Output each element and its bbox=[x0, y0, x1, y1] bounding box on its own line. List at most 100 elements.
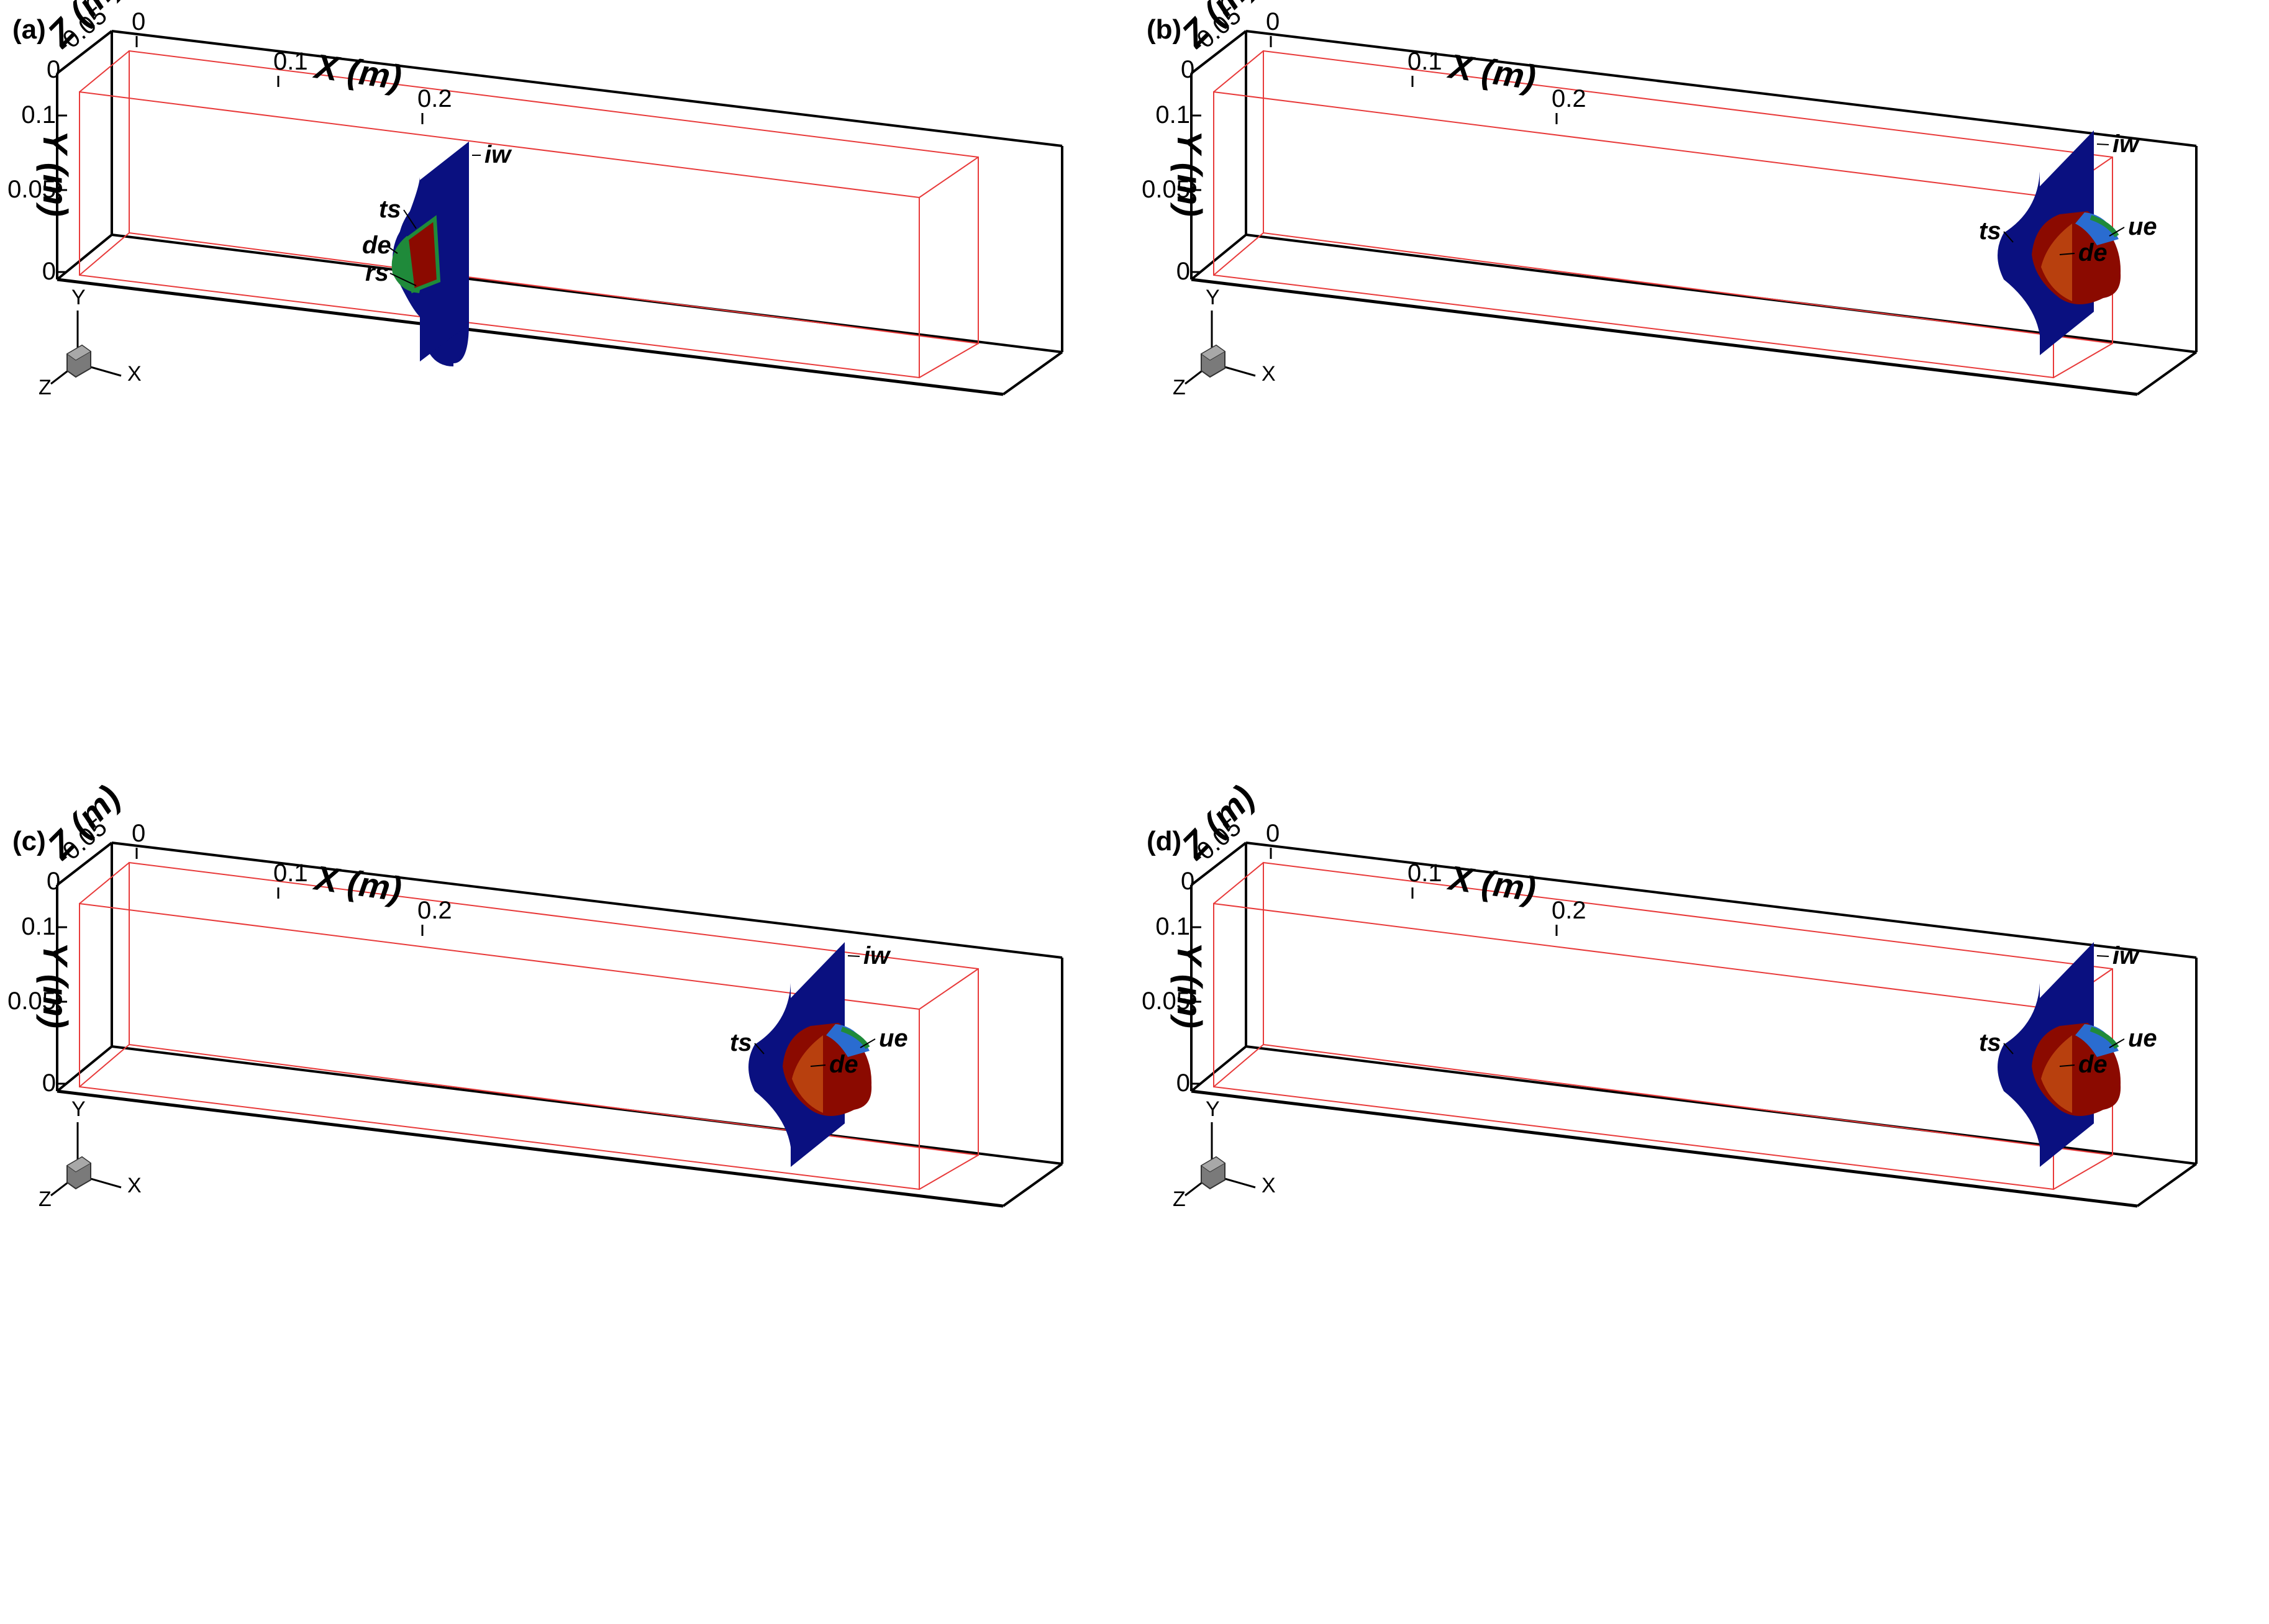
domain-box-edge bbox=[79, 50, 130, 93]
drop-upper-edge bbox=[2075, 1024, 2119, 1057]
annotation-de: de bbox=[362, 232, 391, 259]
drop-depression bbox=[2041, 224, 2072, 301]
y-axis-title: Y (m) bbox=[36, 130, 75, 217]
triad-cube-top bbox=[66, 1156, 91, 1173]
triad-label-y: Y bbox=[71, 286, 86, 309]
frame-edge bbox=[57, 278, 1004, 396]
triad-label-y: Y bbox=[1206, 1097, 1220, 1121]
orientation-triad: YXZ bbox=[1173, 1097, 1276, 1211]
domain-box-edge bbox=[919, 157, 979, 198]
y-tick-label: 0.05 bbox=[1142, 176, 1190, 203]
frame-edge bbox=[57, 1089, 1004, 1208]
axis-frame bbox=[1190, 841, 2198, 1208]
frame-edge bbox=[2136, 1163, 2198, 1207]
domain-box-back bbox=[1263, 861, 2113, 1156]
annotation-iw: iw bbox=[484, 141, 512, 168]
drop-depression bbox=[2041, 1035, 2072, 1113]
x-tick-label: 0 bbox=[132, 8, 145, 35]
frame-edge bbox=[1002, 1163, 1063, 1207]
axis-frame bbox=[56, 841, 1063, 1208]
domain-box-edge bbox=[919, 1154, 979, 1190]
frame-edge bbox=[1245, 1045, 2197, 1165]
y-axis-title: Y (m) bbox=[1170, 942, 1209, 1028]
frame-edge bbox=[111, 30, 1063, 147]
wave-bulge bbox=[1998, 171, 2040, 335]
triad-label-z: Z bbox=[39, 376, 52, 399]
x-tick-label: 0.2 bbox=[1552, 85, 1586, 112]
annotation-iw: iw bbox=[863, 942, 891, 969]
annotation-leader bbox=[386, 245, 398, 254]
x-axis-title: X (m) bbox=[1445, 858, 1538, 909]
annotation-ue: ue bbox=[2128, 213, 2157, 240]
x-tick-label: 0.1 bbox=[1407, 48, 1442, 75]
x-tick-label: 0.1 bbox=[273, 48, 308, 75]
frame-edge bbox=[111, 841, 1063, 959]
x-tick-label: 0 bbox=[1266, 820, 1280, 847]
x-tick-label: 0.2 bbox=[417, 85, 452, 112]
triad-label-z: Z bbox=[39, 1187, 52, 1211]
flow-surface bbox=[748, 942, 872, 1167]
frame-edge bbox=[1191, 278, 2138, 396]
triad-cube-top bbox=[66, 345, 91, 361]
drop-edge-highlight bbox=[840, 1027, 870, 1050]
domain-box bbox=[1213, 50, 2113, 379]
z-tick-label: 0 bbox=[47, 56, 60, 83]
annotation-leader bbox=[2109, 227, 2125, 237]
annotation-leader bbox=[860, 1038, 876, 1048]
triad-label-x: X bbox=[127, 1174, 142, 1197]
domain-box-back bbox=[1263, 50, 2113, 345]
drop-core bbox=[404, 215, 441, 294]
drop-edge-highlight bbox=[2089, 215, 2119, 238]
annotation-ts: ts bbox=[1979, 217, 2001, 245]
frame-edge bbox=[1245, 841, 2197, 959]
annotation-ue: ue bbox=[2128, 1025, 2157, 1052]
flow-surface bbox=[391, 142, 469, 366]
x-axis-title: X (m) bbox=[311, 858, 404, 909]
annotation-leader bbox=[754, 1043, 765, 1055]
orientation-triad: YXZ bbox=[1173, 286, 1276, 399]
frame-edge bbox=[1245, 234, 2197, 353]
frame-edge bbox=[1190, 841, 1247, 886]
domain-box-edge bbox=[1213, 50, 1264, 93]
panel-label: (b) bbox=[1147, 14, 1181, 45]
axis-frame bbox=[56, 30, 1063, 396]
frame-edge bbox=[1245, 30, 2197, 147]
domain-box-edge bbox=[919, 343, 979, 378]
y-tick-label: 0.05 bbox=[7, 987, 56, 1015]
annotation-leader bbox=[2003, 1043, 2014, 1055]
triad-label-x: X bbox=[127, 362, 142, 386]
annotation-rs: rs bbox=[365, 259, 389, 286]
y-tick-label: 0 bbox=[42, 1069, 56, 1097]
y-tick-label: 0.1 bbox=[1155, 913, 1190, 940]
y-tick-label: 0 bbox=[1176, 258, 1190, 285]
z-tick-label: 0 bbox=[1181, 868, 1194, 895]
annotation-ts: ts bbox=[379, 196, 401, 223]
panel-label: (a) bbox=[12, 14, 46, 45]
frame-edge bbox=[1002, 351, 1063, 396]
x-tick-label: 0.1 bbox=[1407, 860, 1442, 887]
annotation-leader bbox=[389, 273, 417, 286]
y-tick-label: 0 bbox=[42, 258, 56, 285]
annotation-leader bbox=[2059, 1064, 2075, 1067]
drop-edge-highlight bbox=[2089, 1027, 2119, 1050]
z-tick-label: 0 bbox=[47, 868, 60, 895]
y-tick-label: 0 bbox=[1176, 1069, 1190, 1097]
y-axis-title: Y (m) bbox=[36, 942, 75, 1028]
annotation-leader bbox=[810, 1064, 826, 1067]
x-axis-title: X (m) bbox=[1445, 46, 1538, 97]
z-tick-label: 0 bbox=[1181, 56, 1194, 83]
y-tick-label: 0.1 bbox=[21, 913, 56, 940]
domain-box bbox=[1213, 861, 2113, 1191]
triad-cube-top bbox=[1201, 345, 1225, 361]
domain-box-edge bbox=[919, 968, 979, 1010]
domain-box-edge bbox=[1213, 1044, 1264, 1087]
annotation-ts: ts bbox=[1979, 1029, 2001, 1056]
flow-surface bbox=[1998, 942, 2121, 1167]
y-tick-label: 0.1 bbox=[21, 101, 56, 129]
